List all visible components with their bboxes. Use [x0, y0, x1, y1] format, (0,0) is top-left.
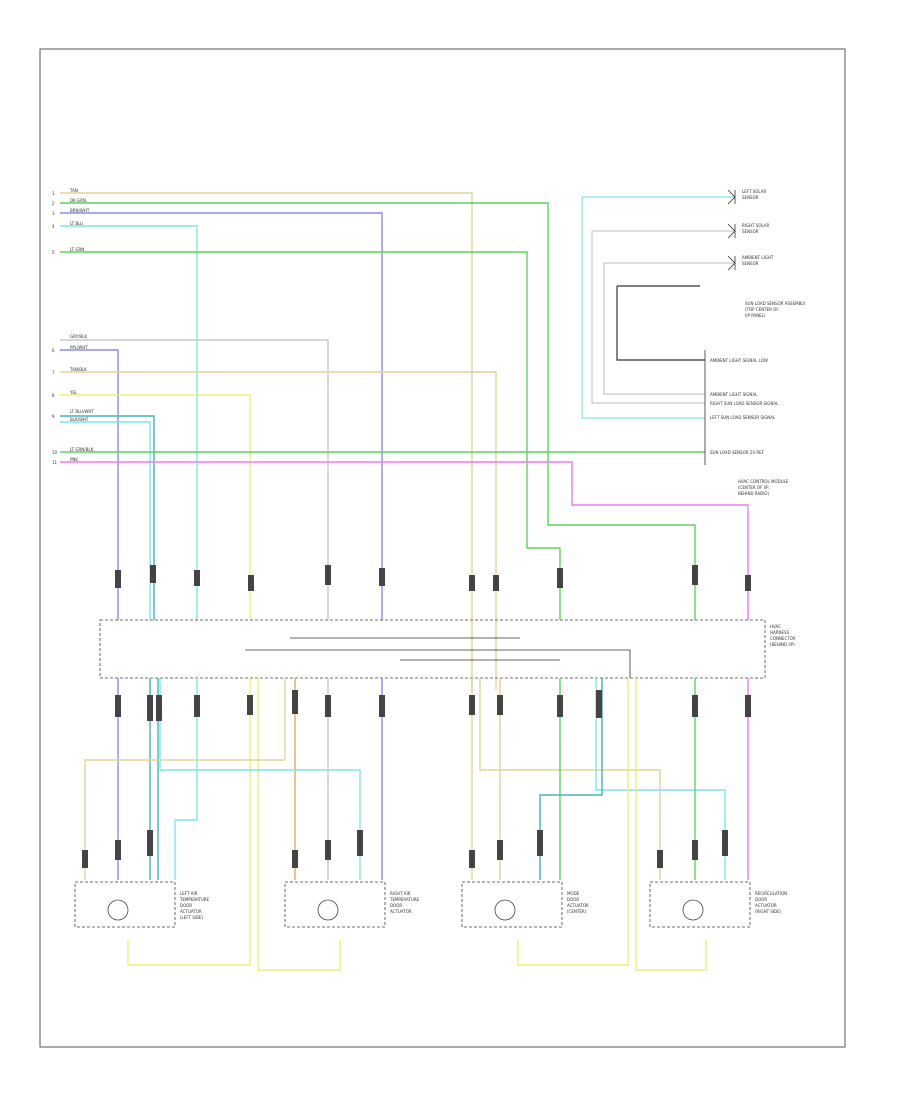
- svg-text:TEMPERATURE: TEMPERATURE: [179, 897, 210, 902]
- svg-text:5: 5: [52, 250, 55, 255]
- svg-text:2: 2: [52, 201, 55, 206]
- upper-connectors: [115, 565, 751, 591]
- svg-text:DOOR: DOOR: [567, 897, 579, 902]
- actuator-labels: LEFT AIR TEMPERATURE DOOR ACTUATOR (LEFT…: [179, 891, 787, 920]
- harness-labels: HVAC HARNESS CONNECTOR (BEHIND I/P): [770, 624, 796, 647]
- svg-text:LT BLU/WHT: LT BLU/WHT: [70, 409, 94, 414]
- svg-text:7: 7: [52, 370, 55, 375]
- svg-text:SENSOR: SENSOR: [742, 229, 759, 234]
- sensor-symbols: [704, 189, 736, 465]
- svg-text:DOOR: DOOR: [180, 903, 192, 908]
- svg-text:10: 10: [52, 450, 58, 455]
- svg-text:RIGHT AIR: RIGHT AIR: [390, 891, 411, 896]
- svg-text:HVAC CONTROL MODULE: HVAC CONTROL MODULE: [738, 479, 789, 484]
- wire-group-b: [60, 339, 749, 690]
- svg-text:(CENTER): (CENTER): [567, 909, 587, 914]
- wire-group-a: [60, 192, 696, 690]
- svg-text:AMBIENT LIGHT SIGNAL: AMBIENT LIGHT SIGNAL: [710, 392, 758, 397]
- svg-text:LT BLU: LT BLU: [70, 221, 83, 226]
- svg-text:LEFT AIR: LEFT AIR: [180, 891, 198, 896]
- lower-wires: [84, 678, 749, 971]
- svg-text:SUN LOAD SENSOR ASSEMBLY: SUN LOAD SENSOR ASSEMBLY: [745, 301, 806, 306]
- svg-text:LT GRN/BLK: LT GRN/BLK: [70, 447, 94, 452]
- wire-group-a-labels: 1 TAN 2 DK GRN 3 BRN/WHT 4 LT BLU 5 LT GRN: [52, 188, 90, 255]
- svg-text:SUN LOAD SENSOR 5V REF: SUN LOAD SENSOR 5V REF: [710, 450, 765, 455]
- svg-text:1: 1: [52, 191, 55, 196]
- svg-text:PNK: PNK: [70, 457, 78, 462]
- svg-text:RIGHT SUN LOAD SENSOR SIGNAL: RIGHT SUN LOAD SENSOR SIGNAL: [710, 401, 779, 406]
- svg-text:BLK/WHT: BLK/WHT: [70, 417, 89, 422]
- svg-text:I/P PANEL): I/P PANEL): [745, 313, 766, 318]
- harness-internal: [245, 637, 631, 678]
- hvac-harness-box: [99, 619, 766, 679]
- svg-text:MODE: MODE: [567, 891, 580, 896]
- svg-text:DK GRN: DK GRN: [70, 198, 86, 203]
- svg-text:(BEHIND I/P): (BEHIND I/P): [770, 642, 795, 647]
- svg-text:TAN: TAN: [69, 188, 78, 193]
- svg-text:DOOR: DOOR: [755, 897, 767, 902]
- sensor-wiring: [581, 196, 735, 419]
- svg-text:BEHIND RADIO): BEHIND RADIO): [738, 491, 770, 496]
- svg-text:BRN/WHT: BRN/WHT: [70, 208, 90, 213]
- svg-text:LT GRN: LT GRN: [70, 247, 84, 252]
- svg-text:LEFT SOLAR: LEFT SOLAR: [742, 189, 766, 194]
- svg-text:9: 9: [52, 414, 55, 419]
- sensor-labels: LEFT SOLAR SENSOR RIGHT SOLAR SENSOR AMB…: [710, 189, 806, 496]
- svg-text:ACTUATOR: ACTUATOR: [567, 903, 589, 908]
- actuators: [74, 881, 751, 928]
- svg-text:LEFT SUN LOAD SENSOR SIGNAL: LEFT SUN LOAD SENSOR SIGNAL: [710, 415, 776, 420]
- svg-text:AMBIENT LIGHT SIGNAL LOW: AMBIENT LIGHT SIGNAL LOW: [710, 358, 768, 363]
- svg-text:11: 11: [52, 460, 58, 465]
- svg-text:GRY/BLK: GRY/BLK: [70, 334, 87, 339]
- lower-connectors: [82, 690, 751, 868]
- svg-text:6: 6: [52, 348, 55, 353]
- svg-text:8: 8: [52, 393, 55, 398]
- svg-text:AMBIENT LIGHT: AMBIENT LIGHT: [742, 255, 774, 260]
- svg-text:TAN/BLK: TAN/BLK: [69, 367, 87, 372]
- svg-text:(TOP CENTER OF: (TOP CENTER OF: [745, 307, 779, 312]
- svg-text:3: 3: [52, 211, 55, 216]
- svg-text:RIGHT SOLAR: RIGHT SOLAR: [742, 223, 770, 228]
- svg-text:SENSOR: SENSOR: [742, 261, 759, 266]
- svg-text:HARNESS: HARNESS: [770, 630, 790, 635]
- svg-text:RECIRCULATION: RECIRCULATION: [755, 891, 787, 896]
- svg-text:HVAC: HVAC: [770, 624, 781, 629]
- svg-text:PPL/WHT: PPL/WHT: [70, 345, 88, 350]
- svg-text:(RIGHT SIDE): (RIGHT SIDE): [755, 909, 782, 914]
- svg-text:4: 4: [52, 224, 55, 229]
- svg-text:(LEFT SIDE): (LEFT SIDE): [180, 915, 204, 920]
- svg-text:DOOR: DOOR: [390, 903, 402, 908]
- svg-text:ACTUATOR: ACTUATOR: [755, 903, 777, 908]
- wire-group-b-labels: GRY/BLK 6 PPL/WHT 7 TAN/BLK 8 YEL 9 LT BLU/W…: [52, 334, 94, 465]
- svg-text:SENSOR: SENSOR: [742, 195, 759, 200]
- diagram-frame: [39, 48, 846, 1048]
- svg-text:(CENTER OF I/P,: (CENTER OF I/P,: [738, 485, 770, 490]
- svg-text:CONNECTOR: CONNECTOR: [770, 636, 796, 641]
- svg-text:ACTUATOR: ACTUATOR: [390, 909, 412, 914]
- svg-text:ACTUATOR: ACTUATOR: [180, 909, 202, 914]
- svg-text:YEL: YEL: [69, 390, 78, 395]
- svg-text:TEMPERATURE: TEMPERATURE: [389, 897, 420, 902]
